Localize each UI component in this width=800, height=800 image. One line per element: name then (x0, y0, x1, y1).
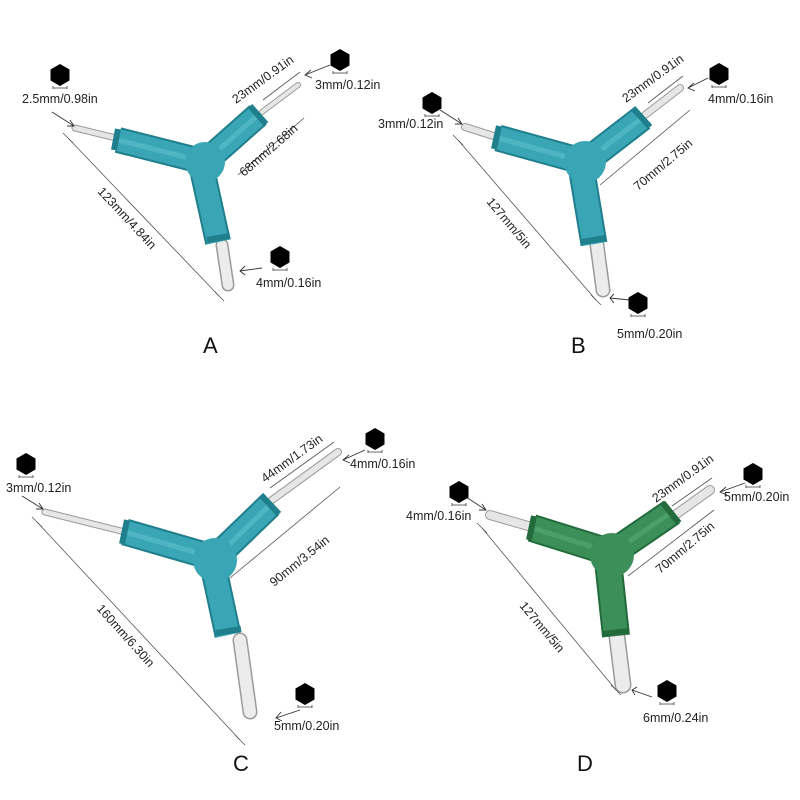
tip-length-label: 23mm/0.91in (620, 52, 687, 106)
handle (491, 105, 653, 247)
hex-icon (16, 452, 36, 478)
arrow-bottom (631, 686, 653, 698)
total-length-label: 127mm/5in (517, 599, 568, 655)
arrow-left (21, 495, 44, 510)
panel-d: 4mm/0.16in 5mm/0.20in 6mm/0.24in 23mm/0.… (406, 452, 789, 776)
hex-icon (295, 682, 315, 708)
total-length-dimension-line (457, 139, 597, 301)
panel-label: A (203, 333, 218, 358)
arrow-bottom (609, 293, 631, 304)
top-right-hex-size: 4mm/0.16in (708, 92, 773, 106)
arrow-left (439, 109, 463, 125)
hex-icon (365, 427, 385, 453)
tip-length-label: 44mm/1.73in (259, 432, 326, 486)
total-length-dimension-line (36, 521, 241, 741)
hex-icon (270, 245, 290, 271)
panel-label: B (571, 333, 586, 358)
bottom-hex-size: 6mm/0.24in (643, 711, 708, 725)
arm-length-dimension-line (229, 486, 341, 579)
total-length-label: 160mm/6.30in (94, 602, 157, 670)
tip-length-dimension-line (269, 441, 335, 489)
arm-length-dimension-line (237, 117, 305, 176)
total-length-label: 123mm/4.84in (95, 184, 159, 252)
arrow-top-right (687, 77, 709, 92)
panel-label: C (233, 751, 249, 776)
hex-icon (449, 480, 469, 506)
bottom-hex-size: 4mm/0.16in (256, 276, 321, 290)
handle (526, 500, 682, 638)
panel-a: 2.5mm/0.98in 3mm/0.12in 4mm/0.16in 23mm/… (22, 48, 380, 358)
left-hex-size: 3mm/0.12in (6, 481, 71, 495)
arrow-top-right (342, 449, 366, 464)
arm-length-dimension-line (627, 509, 715, 577)
tip-length-dimension-line (671, 477, 713, 507)
bottom-hex-size: 5mm/0.20in (617, 327, 682, 341)
arrow-left (51, 111, 75, 127)
arm-length-dimension-line (599, 109, 691, 186)
arm-length-label: 90mm/3.54in (267, 533, 332, 589)
left-hex-size: 2.5mm/0.98in (22, 92, 98, 106)
hex-icon (743, 462, 763, 488)
tip-length-dimension-line (262, 71, 301, 101)
hex-icon (628, 291, 648, 317)
handle (119, 492, 282, 638)
panel-c: 3mm/0.12in 4mm/0.16in 5mm/0.20in 44mm/1.… (6, 427, 415, 776)
handle (111, 104, 269, 245)
panel-b: 3mm/0.12in 4mm/0.16in 5mm/0.20in 23mm/0.… (378, 52, 773, 358)
hex-icon (709, 62, 729, 88)
panel-label: D (577, 751, 593, 776)
left-hex-size: 3mm/0.12in (378, 117, 443, 131)
hex-icon (657, 679, 677, 705)
arrow-left (465, 496, 487, 511)
left-hex-size: 4mm/0.16in (406, 509, 471, 523)
arrow-bottom (275, 709, 301, 722)
tip-length-label: 23mm/0.91in (230, 53, 297, 107)
arrow-bottom (239, 265, 263, 276)
top-right-hex-size: 4mm/0.16in (350, 457, 415, 471)
total-length-dimension-line (67, 137, 220, 297)
arrow-top-right (719, 482, 746, 496)
total-length-label: 127mm/5in (484, 195, 535, 251)
arm-length-label: 70mm/2.75in (631, 136, 695, 193)
bottom-hex-size: 5mm/0.20in (274, 719, 339, 733)
total-length-dimension-line (481, 527, 617, 691)
arrow-top-right (304, 64, 331, 79)
top-right-hex-size: 3mm/0.12in (315, 78, 380, 92)
hex-icon (330, 48, 350, 74)
tip-length-dimension-line (647, 75, 684, 104)
hex-icon (422, 91, 442, 117)
hex-icon (50, 63, 70, 89)
top-right-hex-size: 5mm/0.20in (724, 490, 789, 504)
